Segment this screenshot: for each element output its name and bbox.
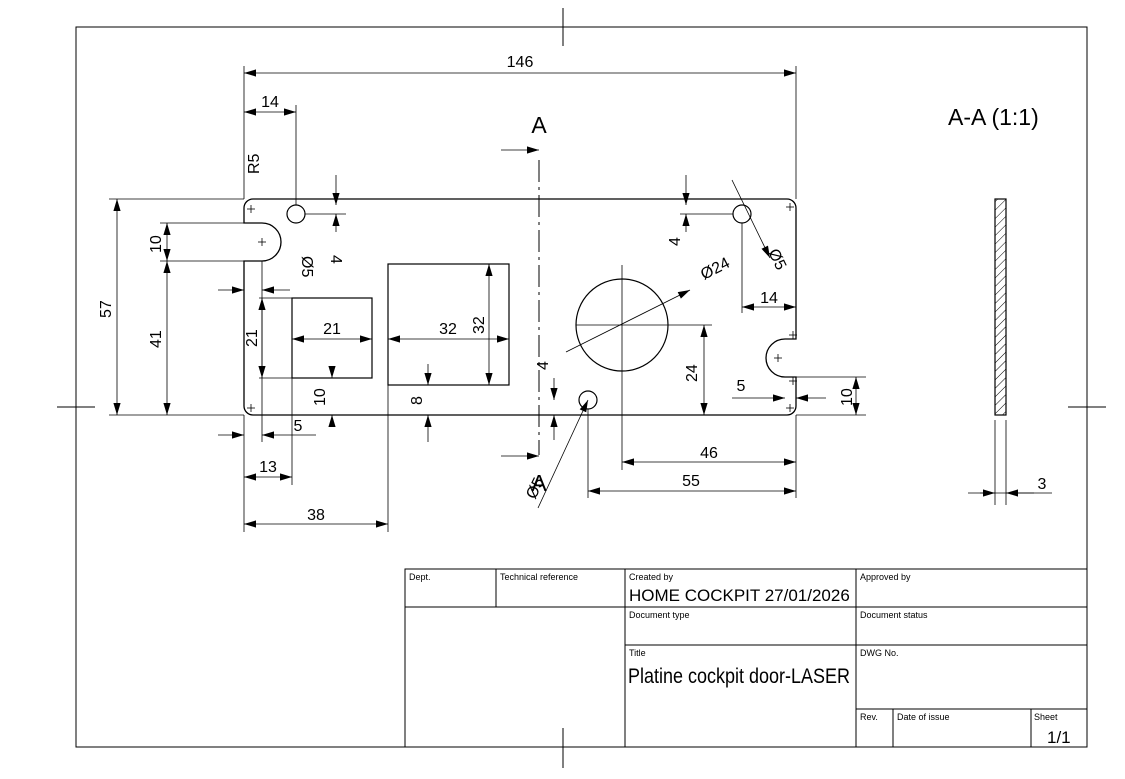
dim-corner-radius: R5: [246, 153, 263, 174]
dim-rect2-height: 32: [471, 316, 488, 334]
date-label: Date of issue: [897, 712, 950, 722]
dim-rect1-left: 13: [259, 459, 277, 476]
dwg-no-label: DWG No.: [860, 648, 899, 658]
title-value: Platine cockpit door-LASER: [628, 665, 850, 688]
dim-big-hole-height: 24: [684, 364, 701, 382]
rev-label: Rev.: [860, 712, 878, 722]
dim-big-hole-from-right: 46: [700, 445, 718, 462]
dimension-lines: [109, 66, 1052, 532]
rect-cutout-small: [291, 297, 373, 379]
title-block: Dept. Technical reference Created by HOM…: [404, 568, 1088, 748]
dim-hole-offset-y-left: 4: [327, 255, 344, 264]
rect-cutout-large: [387, 263, 510, 386]
dim-small-hole-y: 4: [535, 361, 552, 370]
dim-slot-height-right: 10: [839, 388, 856, 406]
created-by-label: Created by: [629, 572, 674, 582]
dim-small-hole-from-right: 55: [682, 473, 700, 490]
section-view: [994, 198, 1007, 416]
dim-hole-offset-x-right: 14: [760, 290, 778, 307]
dim-slot-height-left: 10: [148, 235, 165, 253]
dim-rect2-left: 38: [307, 507, 325, 524]
dim-overall-height: 57: [98, 300, 115, 318]
dim-rect2-width: 32: [439, 321, 457, 338]
dim-hole-offset-x: 14: [261, 94, 279, 111]
view-label: A-A (1:1): [948, 104, 1039, 130]
small-hole-top-left: [286, 204, 306, 224]
dim-thickness: 3: [1038, 476, 1047, 493]
dim-small-hole-dia-right: Ø5: [764, 246, 789, 273]
sheet-frame: [75, 26, 1088, 748]
dim-slot-depth-right: 5: [737, 378, 746, 395]
doc-status-label: Document status: [860, 610, 928, 620]
dim-slot-depth-left: 5: [294, 418, 303, 435]
dim-hole-offset-y-right: 4: [667, 237, 684, 246]
title-label: Title: [629, 648, 646, 658]
centering-marks: [57, 8, 1106, 768]
dim-rect1-width: 21: [323, 321, 341, 338]
sheet-label: Sheet: [1034, 712, 1058, 722]
dim-overall-width: 146: [507, 54, 534, 71]
section-letter-top: A: [531, 112, 547, 138]
dim-rect2-bottom: 8: [409, 396, 426, 405]
dim-pocket-height-left: 21: [244, 329, 261, 347]
created-by-value: HOME COCKPIT 27/01/2026: [629, 586, 850, 605]
dimension-texts: 146 14 R5 10 4 Ø5 57 41 21 21 32 32 10 8…: [98, 54, 1047, 524]
dim-rect1-bottom: 10: [312, 388, 329, 406]
dim-big-hole-dia: Ø24: [698, 255, 733, 284]
section-letter-bottom: A: [531, 470, 547, 496]
sheet-value: 1/1: [1047, 728, 1071, 747]
approved-by-label: Approved by: [860, 572, 911, 582]
dim-lower-height: 41: [148, 330, 165, 348]
doc-type-label: Document type: [629, 610, 690, 620]
dim-small-hole-dia-left: Ø5: [298, 256, 315, 277]
dept-label: Dept.: [409, 572, 431, 582]
tech-ref-label: Technical reference: [500, 572, 578, 582]
plate-outline: [243, 198, 797, 416]
center-marks: [247, 203, 797, 412]
